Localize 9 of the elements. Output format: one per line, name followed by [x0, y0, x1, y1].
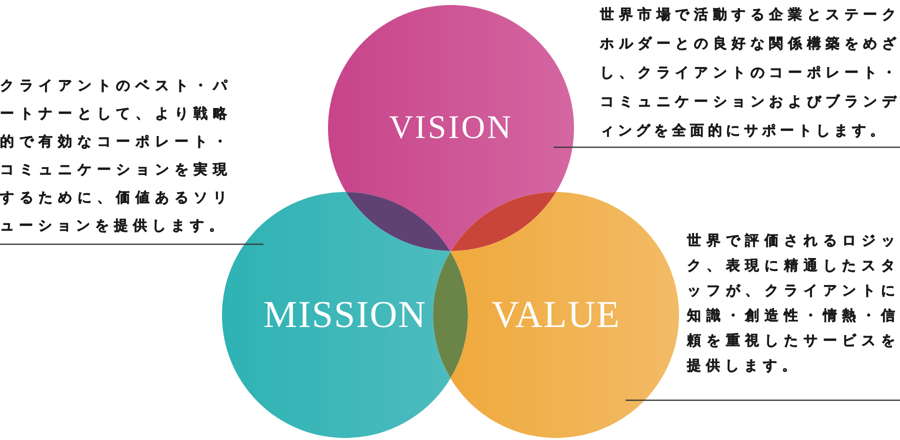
leader-line: [553, 146, 900, 148]
description-text: クライアントのベスト・パートナーとして、より戦略的で有効なコーポレート・コミュニケーションを実現するために、価値あるソリューションを提供します。: [0, 72, 232, 245]
leader-line: [626, 400, 900, 401]
circle-label: VALUE: [492, 296, 620, 334]
circle-label: MISSION: [263, 296, 427, 334]
leader-line: [0, 244, 264, 245]
description-text: 世界市場で活動する企業とステークホルダーとの良好な関係構築をめざし、クライアントのコーポレート・コミュニケーションおよびブランディングを全面的にサポートします。: [600, 1, 900, 148]
circle-label: VISION: [389, 112, 513, 144]
description-text: 世界で評価されるロジック、表現に精通したスタッフが、クライアントに知識・創造性・情熱・信頼を重視したサービスを提供します。: [687, 229, 900, 401]
